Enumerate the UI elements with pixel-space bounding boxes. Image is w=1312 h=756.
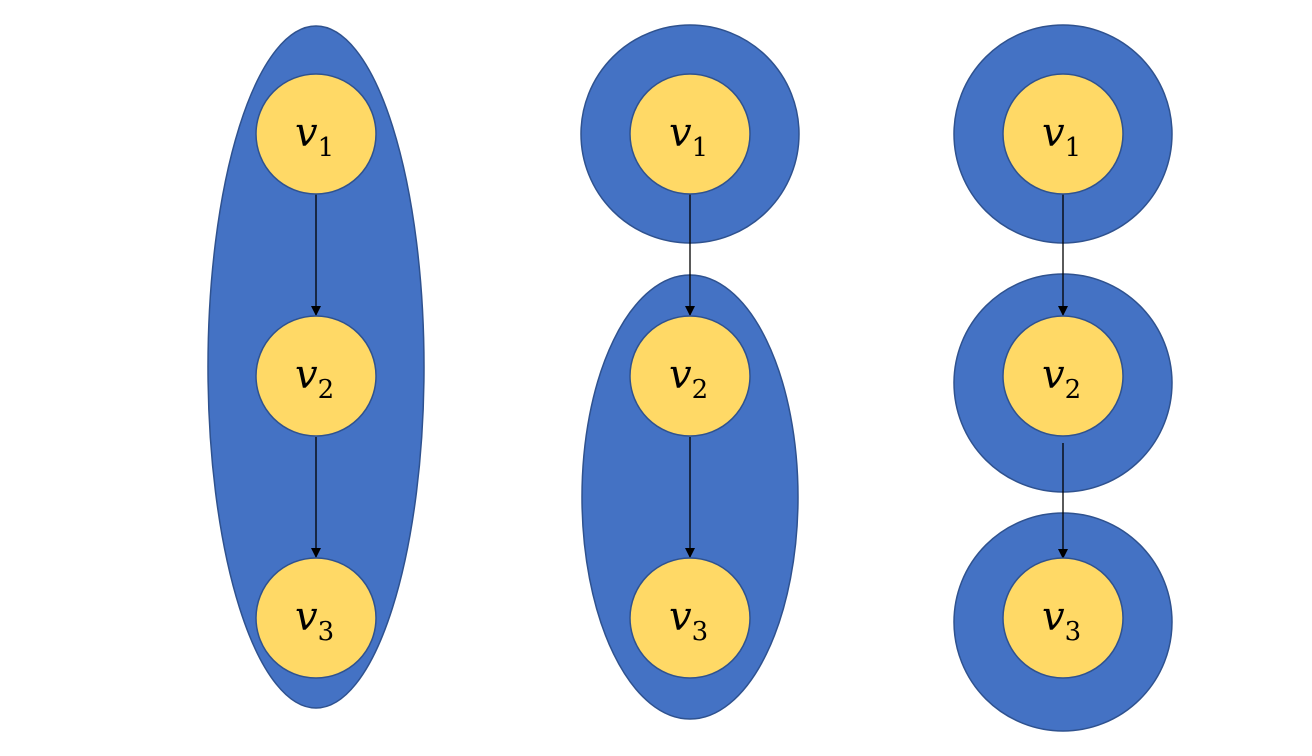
panel-3-node-v2 [1002,315,1124,437]
panel-1-node-v3 [255,557,377,679]
panel-1: v1 v2 v3 [207,25,425,709]
panel-1-node-v2 [255,315,377,437]
panel-2-node-v1 [629,73,751,195]
panel-3-node-v1-label: v1 [1042,110,1081,163]
panel-3-node-v1 [1002,73,1124,195]
panel-3-node-v2-label: v2 [1042,352,1081,405]
panel-1-node-v1-label: v1 [295,110,334,163]
panel-2-node-v2 [629,315,751,437]
panel-3: v1 v2 v3 [953,24,1173,732]
panel-1-node-v3-label: v3 [295,594,334,647]
panel-2-node-v1-label: v1 [669,110,708,163]
panel-3-node-v3 [1002,557,1124,679]
panel-1-node-v1 [255,73,377,195]
panel-2-node-v3-label: v3 [669,594,708,647]
panel-2-node-v3 [629,557,751,679]
panel-2-node-v2-label: v2 [669,352,708,405]
panel-1-node-v2-label: v2 [295,352,334,405]
panel-3-node-v3-label: v3 [1042,594,1081,647]
panel-2: v1 v2 v3 [580,24,800,720]
